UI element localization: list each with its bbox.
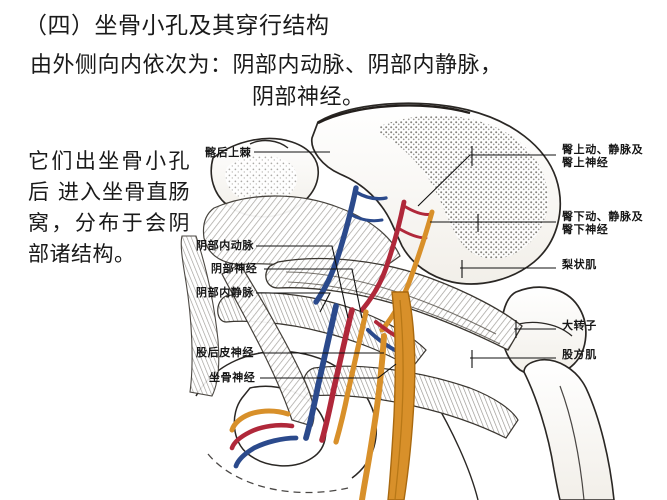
label-posterior-superior-iliac-spine: 髂后上棘 [205,146,252,159]
sciatic-nerve-band [387,291,416,500]
ilium-shading [380,115,548,259]
label-internal-pudendal-artery: 阴部内动脉 [196,239,254,252]
lead-text-line-2: 阴部神经。 [252,85,365,110]
label-line-2: 臀上神经 [562,156,609,169]
posterior-femoral-cutaneous-nerve-cord [359,333,387,500]
bones-group [195,102,615,500]
label-line-1: 臀下动、静脉及 [562,210,644,223]
pudendal-nerve-reentry [229,408,291,433]
femur-inner-line [559,385,585,500]
label-line-1: 大转子 [562,319,597,332]
psis-notch [249,139,289,149]
label-line-1: 臀上动、静脉及 [562,143,644,156]
page-title: （四）坐骨小孔及其穿行结构 [24,13,330,39]
pudendal-vein-reentry [233,435,299,469]
body-paragraph: 它们出坐骨小孔后 进入坐骨直肠窝，分布于会阴部诸结构。 [28,149,190,266]
vessels-and-nerves-group [229,185,435,500]
anatomy-figure [0,96,667,500]
leader-superior-gluteal [417,154,556,207]
label-quadratus-femoris: 股方肌 [562,348,597,361]
sciatic-nerve-fiber-line [394,299,404,500]
leader-internal-pudendal-vein [256,292,331,313]
internal-pudendal-vein [303,303,339,441]
label-superior-gluteal-vessels-nerve: 臀上动、静脉及 臀上神经 [562,143,643,169]
lead-text-line-1: 由外侧向内依次为：阴部内动脉、阴部内静脉， [30,53,503,78]
label-line-2: 臀下神经 [562,223,609,236]
label-internal-pudendal-vein: 阴部内静脉 [196,286,254,299]
label-sciatic-nerve: 坐骨神经 [209,371,256,384]
femur-shaft [523,359,615,500]
superior-gluteal-vein-branch [354,190,388,201]
gluteal-fold-contour [207,453,349,494]
pudendal-artery-reentry [229,422,295,451]
label-posterior-femoral-cutaneous-nerve: 股后皮神经 [196,346,254,359]
obturator-internus [217,292,427,369]
superior-gluteal-artery [359,199,407,313]
superior-gluteal-nerve [379,209,435,333]
sacrum-shading [225,155,297,205]
pudendal-nerve [333,309,369,445]
label-line-1: 梨状肌 [562,258,597,271]
superior-gluteal-vein-branch-2 [348,212,384,223]
leader-internal-pudendal-artery [256,245,349,319]
leader-pudendal-nerve [264,268,363,319]
label-inferior-gluteal-vessels-nerve: 臀下动、静脉及 臀下神经 [562,210,643,236]
leader-sciatic-nerve [260,363,397,379]
label-piriformis: 梨状肌 [562,258,597,271]
piriformis-fiber-2 [287,281,501,345]
internal-pudendal-artery [319,307,355,443]
sacrotuberous-ligament [221,263,315,427]
gluteus-maximus-cut-edge [180,235,220,397]
ilium-crest-line [317,104,471,125]
leader-lines-group [254,146,556,379]
label-line-1: 股方肌 [562,348,597,361]
superior-gluteal-vein [313,185,359,305]
label-pudendal-nerve: 阴部神经 [211,262,258,275]
label-greater-trochanter: 大转子 [562,319,597,332]
